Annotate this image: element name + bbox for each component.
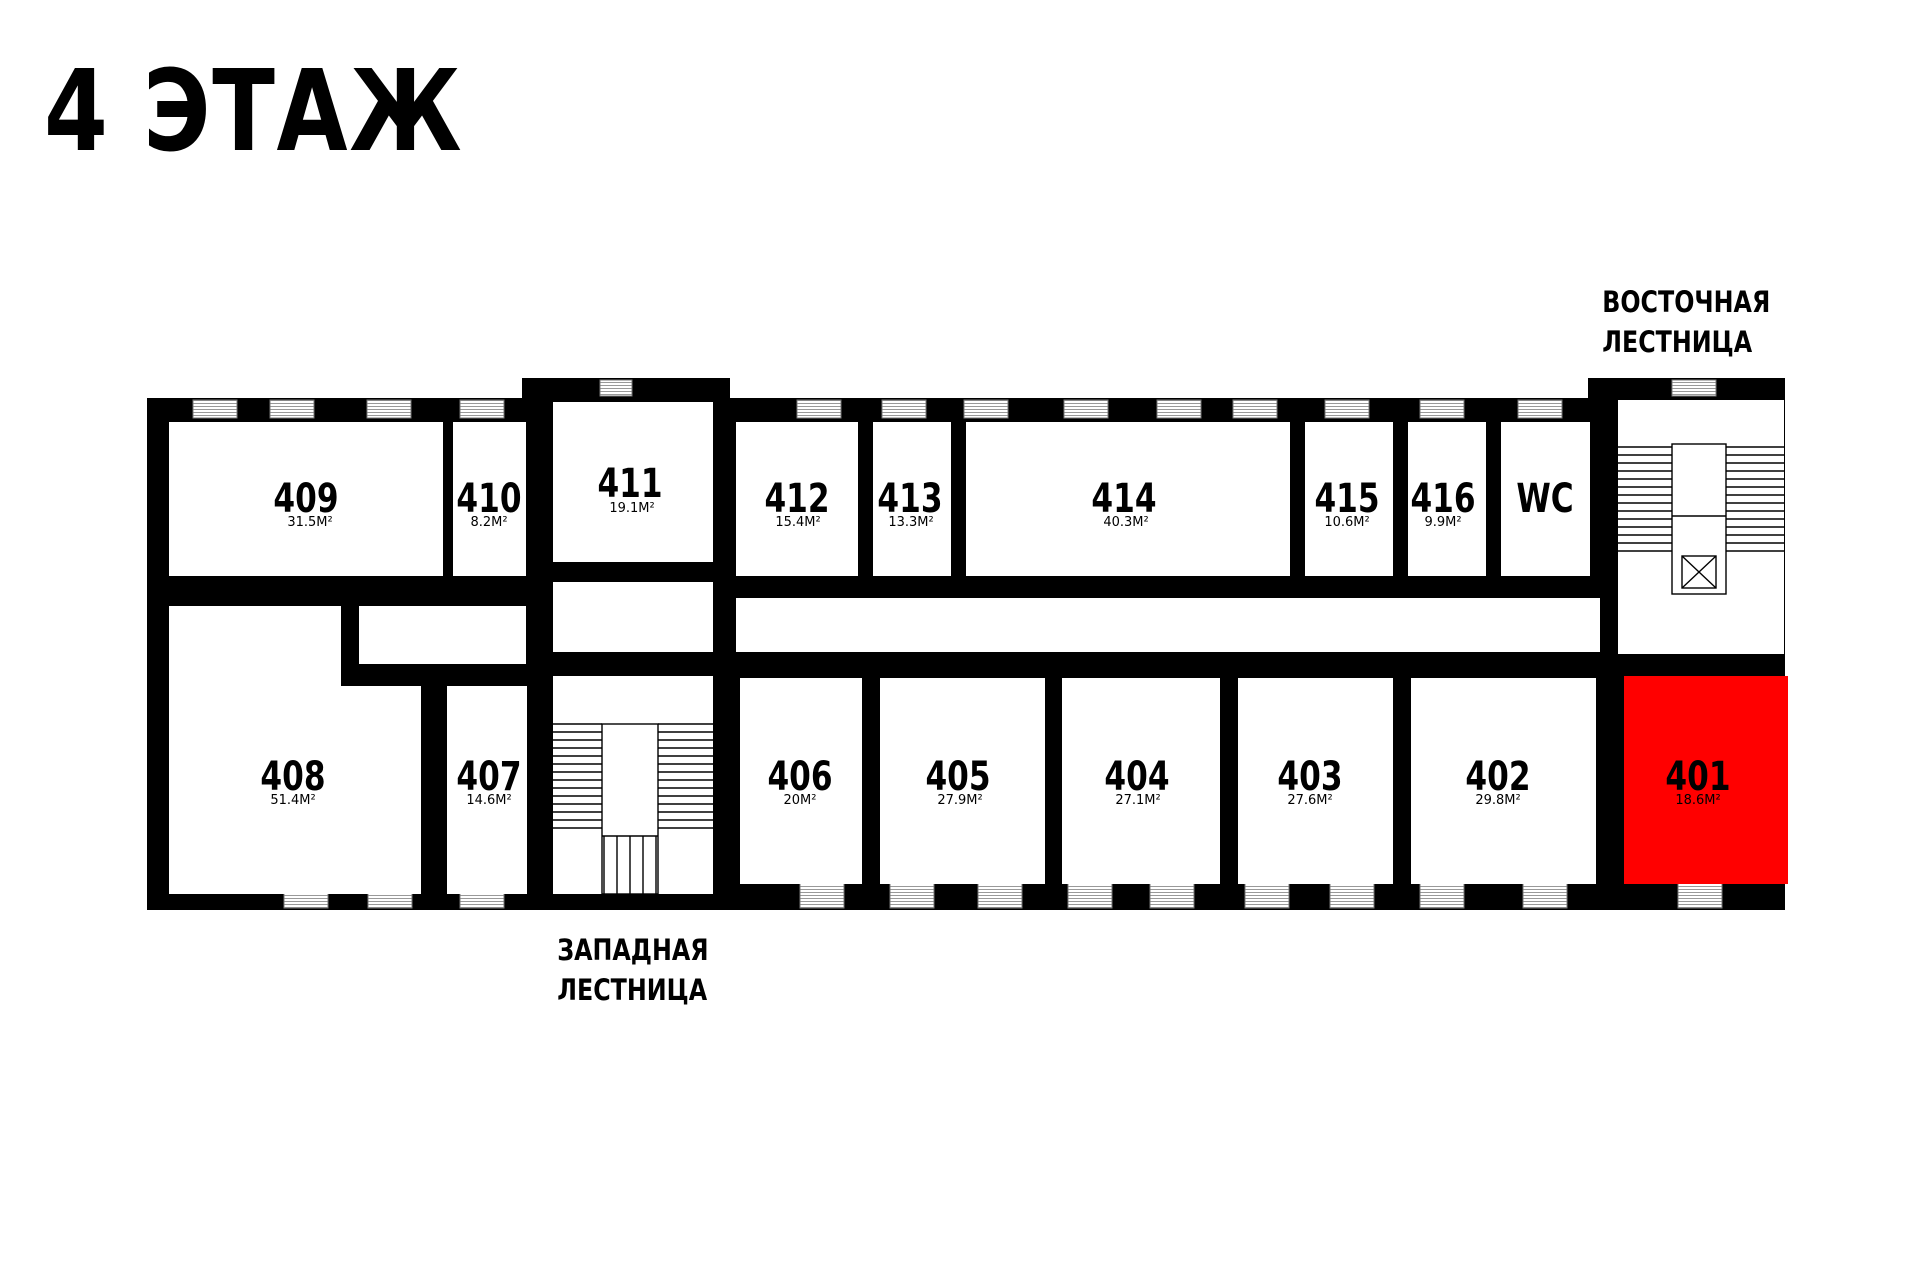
room-411-number: 411 (597, 461, 662, 507)
window-icon (1517, 399, 1563, 419)
window-icon (799, 881, 845, 909)
room-415-area: 10.6М² (1324, 515, 1369, 530)
west-stair-label: ЗАПАДНАЯ ЛЕСТНИЦА (557, 930, 709, 1010)
room-413 (873, 422, 951, 576)
west-stair-label-line1: ЗАПАДНАЯ (557, 933, 709, 967)
room-414 (966, 422, 1290, 576)
west-stair-well (553, 676, 713, 894)
room-402 (1411, 678, 1596, 884)
room-404-area: 27.1М² (1115, 793, 1160, 808)
window-icon (366, 399, 412, 419)
window-icon (1324, 399, 1370, 419)
room-412-area: 15.4М² (775, 515, 820, 530)
room-411 (553, 402, 713, 562)
elevator-cross-icon (1681, 555, 1717, 589)
room-410-area: 8.2М² (470, 515, 507, 530)
window-icon (1063, 399, 1109, 419)
window-icon (1156, 399, 1202, 419)
room-408-lower (169, 686, 421, 894)
window-icon (1522, 881, 1568, 909)
room-401[interactable] (1624, 676, 1788, 884)
window-icon (1677, 881, 1723, 909)
east-stair-steps-right (1726, 446, 1784, 552)
room-403-area: 27.6М² (1287, 793, 1332, 808)
room-408-niche (350, 606, 526, 664)
room-416-number: 416 (1410, 476, 1475, 522)
east-stair-label: ВОСТОЧНАЯ ЛЕСТНИЦА (1602, 282, 1771, 362)
inner-wall (341, 606, 359, 676)
room-411-area: 19.1М² (609, 501, 654, 516)
room-406-area: 20М² (784, 793, 817, 808)
room-409-area: 31.5М² (287, 515, 332, 530)
room-404-number: 404 (1104, 754, 1169, 800)
room-403 (1238, 678, 1393, 884)
room-wc-label: WC (1516, 476, 1573, 522)
room-405-number: 405 (925, 754, 990, 800)
room-406-number: 406 (767, 754, 832, 800)
room-416-area: 9.9М² (1424, 515, 1461, 530)
room-413-area: 13.3М² (888, 515, 933, 530)
room-409-number: 409 (273, 476, 338, 522)
room-408-area: 51.4М² (270, 793, 315, 808)
room-405-area: 27.9М² (937, 793, 982, 808)
window-icon (1329, 881, 1375, 909)
room-402-area: 29.8М² (1475, 793, 1520, 808)
room-407 (447, 686, 527, 894)
room-401-area: 18.6М² (1675, 793, 1720, 808)
room-415-number: 415 (1314, 476, 1379, 522)
west-stair-steps-left (553, 723, 602, 829)
east-stair-label-line2: ЛЕСТНИЦА (1602, 325, 1753, 359)
window-icon (459, 399, 505, 419)
room-407-number: 407 (456, 754, 521, 800)
room-416 (1408, 422, 1486, 576)
window-icon (963, 399, 1009, 419)
window-icon (881, 399, 927, 419)
west-stair-steps-right (658, 723, 713, 829)
room-404 (1062, 678, 1220, 884)
window-icon (889, 881, 935, 909)
room-401-number: 401 (1665, 754, 1730, 800)
window-icon (796, 399, 842, 419)
inner-wall (421, 686, 447, 894)
room-405 (880, 678, 1045, 884)
east-staircase (1618, 443, 1784, 595)
room-406 (740, 678, 862, 884)
west-passage (553, 582, 713, 652)
window-icon (1244, 881, 1290, 909)
room-wc (1501, 422, 1590, 576)
east-stair-steps-left (1618, 446, 1672, 552)
west-stair-label-line2: ЛЕСТНИЦА (557, 973, 708, 1007)
room-415 (1305, 422, 1393, 576)
room-413-number: 413 (877, 476, 942, 522)
room-408-number: 408 (260, 754, 325, 800)
window-icon (599, 379, 633, 397)
room-414-number: 414 (1091, 476, 1156, 522)
room-412-number: 412 (764, 476, 829, 522)
window-icon (1671, 379, 1717, 397)
room-408-upper (169, 606, 341, 686)
corridor (736, 598, 1600, 652)
window-icon (1232, 399, 1278, 419)
room-410 (453, 422, 526, 576)
west-stair-lower-steps (603, 836, 657, 894)
window-icon (1419, 881, 1465, 909)
window-icon (1067, 881, 1113, 909)
window-icon (1149, 881, 1195, 909)
room-407-area: 14.6М² (466, 793, 511, 808)
east-stair-label-line1: ВОСТОЧНАЯ (1602, 285, 1771, 319)
room-403-number: 403 (1277, 754, 1342, 800)
west-staircase (553, 723, 713, 895)
window-icon (269, 399, 315, 419)
room-412 (736, 422, 858, 576)
room-410-number: 410 (456, 476, 521, 522)
room-labels: 409 31.5М² 410 8.2М² 411 19.1М² 412 15.4… (260, 461, 1730, 808)
window-icon (1419, 399, 1465, 419)
page-title: 4 ЭТАЖ (44, 47, 464, 177)
window-icon (977, 881, 1023, 909)
room-414-area: 40.3М² (1103, 515, 1148, 530)
room-409 (169, 422, 443, 576)
room-402-number: 402 (1465, 754, 1530, 800)
window-icon (192, 399, 238, 419)
